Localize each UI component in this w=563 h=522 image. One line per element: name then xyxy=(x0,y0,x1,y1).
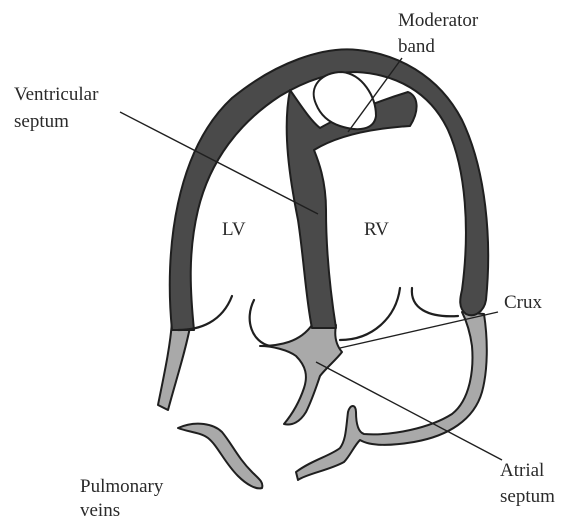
crux-label: Crux xyxy=(504,292,543,313)
moderator-band-opening xyxy=(314,72,376,129)
atrial-septum-label: Atrial septum xyxy=(500,460,555,507)
pulmonary-vein-channel xyxy=(178,424,262,489)
rv-label: RV xyxy=(364,219,389,240)
moderator-band-label: Moderator band xyxy=(398,10,483,57)
tricuspid-leaflet-anterior xyxy=(412,288,458,316)
mitral-leaflet-posterior xyxy=(250,300,270,346)
atrial-septum-crux-region xyxy=(260,325,342,425)
tricuspid-leaflet-septal xyxy=(340,288,400,340)
left-atrial-wall xyxy=(158,322,191,410)
ventricular-septum-label: Ventricular septum xyxy=(14,84,103,132)
lv-label: LV xyxy=(222,219,246,240)
pulmonary-veins-label: Pulmonary veins xyxy=(80,476,168,521)
